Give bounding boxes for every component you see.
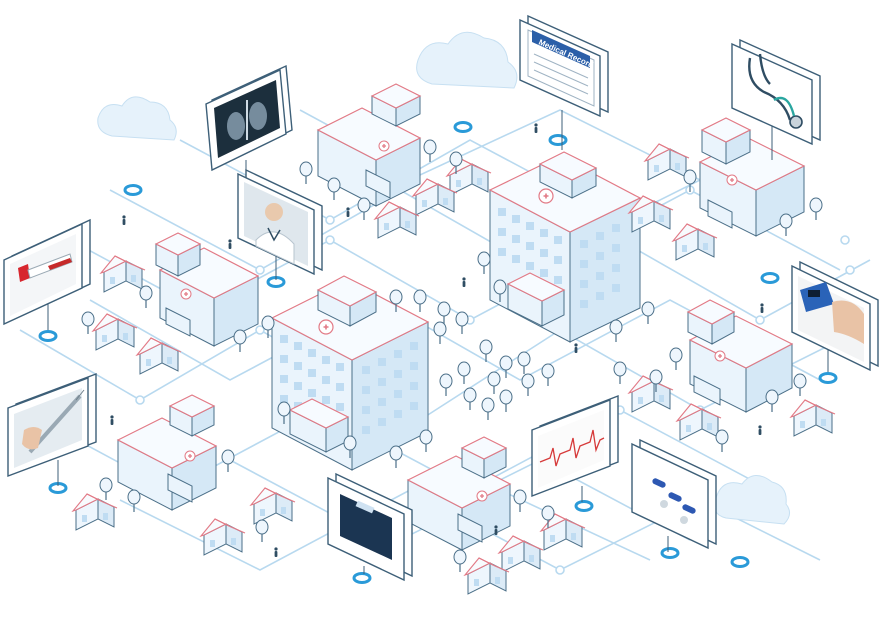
- cloud-icon: [713, 475, 790, 525]
- screen-stethoscope: [731, 38, 821, 160]
- telemedicine-doctor-icon: [244, 182, 308, 266]
- main-hospital-building: [270, 275, 430, 471]
- weighing-scale-icon: [334, 488, 398, 570]
- ecg-monitor-icon: [538, 410, 605, 488]
- screen-pulse-oximeter: [791, 260, 879, 372]
- clinic-building: [406, 436, 512, 551]
- clinic-building: [316, 83, 422, 207]
- screen-xray: [205, 64, 293, 200]
- chest-xray-icon: [214, 80, 280, 158]
- pulse-oximeter-icon: [798, 276, 864, 362]
- syringe-injection-icon: [14, 388, 85, 468]
- cloud-icon: [97, 96, 177, 141]
- clinic-building: [698, 117, 806, 237]
- screen-medical-record: Medical Record: [519, 14, 609, 150]
- screen-syringe: [7, 372, 97, 486]
- hospital-building: [488, 151, 642, 343]
- clinic-building: [154, 232, 260, 347]
- screen-blood-test: [3, 218, 91, 330]
- screen-scale: [327, 472, 413, 582]
- network-nodes: [135, 185, 855, 575]
- screen-ecg: [531, 394, 619, 502]
- screen-pills: [631, 438, 717, 552]
- cloud-icon: [416, 31, 518, 89]
- blood-test-tube-icon: [10, 234, 76, 316]
- screen-telemedicine: [237, 168, 323, 280]
- clinic-building: [116, 394, 218, 511]
- pills-icon: [638, 454, 702, 540]
- clinic-building: [686, 299, 794, 413]
- stethoscope-icon: [748, 53, 803, 129]
